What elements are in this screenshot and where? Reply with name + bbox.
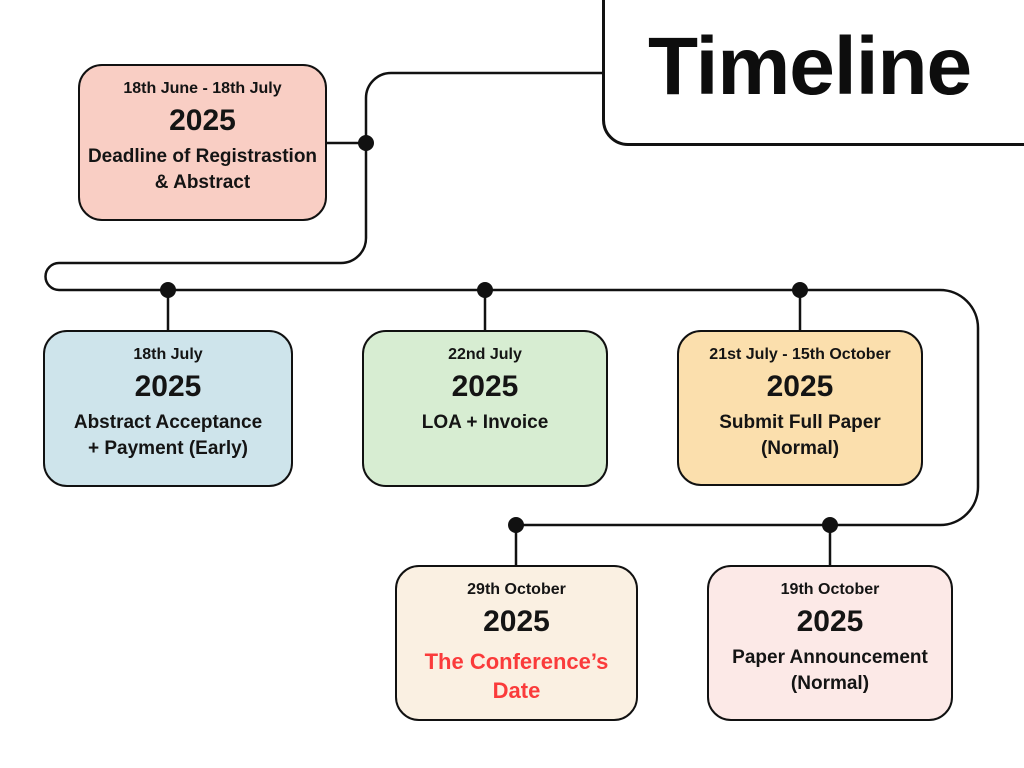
card-year: 2025 (796, 605, 864, 638)
card-date: 29th October (467, 581, 566, 598)
card-description: Deadline of Registrastion & Abstract (87, 146, 318, 193)
card-date: 18th July (133, 346, 203, 363)
card-date: 22nd July (448, 346, 522, 363)
connector-dot (160, 282, 176, 298)
card-year: 2025 (169, 104, 236, 137)
timeline-card-deadline-registration: 18th June - 18th July 2025 Deadline of R… (78, 64, 327, 221)
card-date: 18th June - 18th July (123, 80, 282, 97)
timeline-card-paper-announcement: 19th October 2025 Paper Announcement (No… (707, 565, 953, 721)
card-description: Submit Full Paper (Normal) (719, 412, 881, 459)
card-description: Paper Announcement (Normal) (732, 647, 928, 694)
timeline-card-conference-date: 29th October 2025 The Conference’s Date (395, 565, 638, 721)
card-year: 2025 (451, 370, 519, 403)
connector-dot (358, 135, 374, 151)
connector-dot (822, 517, 838, 533)
connector-dot (508, 517, 524, 533)
timeline-card-loa-invoice: 22nd July 2025 LOA + Invoice (362, 330, 608, 487)
timeline-card-abstract-acceptance: 18th July 2025 Abstract Acceptance + Pay… (43, 330, 293, 487)
card-year: 2025 (134, 370, 202, 403)
card-date: 19th October (780, 581, 880, 598)
card-description: The Conference’s Date (424, 649, 609, 703)
card-year: 2025 (483, 605, 550, 638)
connector-dot (477, 282, 493, 298)
page-title: Timeline (648, 21, 972, 112)
card-year: 2025 (766, 370, 834, 403)
timeline-card-submit-full-paper: 21st July - 15th October 2025 Submit Ful… (677, 330, 923, 486)
card-description: Abstract Acceptance + Payment (Early) (73, 412, 263, 459)
card-date: 21st July - 15th October (709, 346, 891, 363)
card-description: LOA + Invoice (421, 412, 549, 433)
connector-dot (792, 282, 808, 298)
